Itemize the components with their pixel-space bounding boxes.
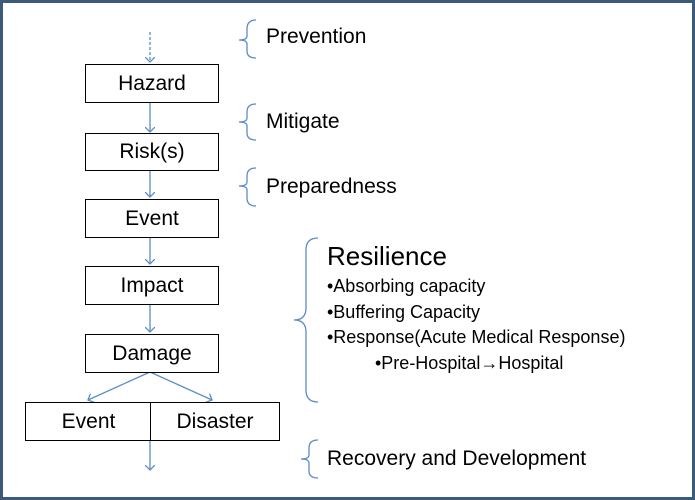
split-disaster-box: Disaster (150, 402, 280, 441)
resilience-item-response: •Response(Acute Medical Response) (327, 327, 626, 347)
resilience-item-absorbing: •Absorbing capacity (327, 276, 486, 296)
prevention-label: Prevention (266, 25, 367, 48)
brace-mitigate (238, 103, 257, 141)
hospital-text: Hospital (498, 353, 564, 373)
brace-preparedness (238, 167, 257, 207)
resilience-item-buffering: •Buffering Capacity (327, 302, 481, 322)
hazard-box: Hazard (85, 64, 219, 103)
pre-hospital-text: •Pre-Hospital (375, 353, 481, 373)
risks-label: Risk(s) (119, 140, 185, 163)
impact-box: Impact (85, 266, 219, 305)
damage-label: Damage (112, 341, 192, 365)
split-disaster-label: Disaster (176, 409, 254, 433)
resilience-title: Resilience (327, 241, 447, 271)
split-event-box: Event (25, 402, 152, 441)
brace-recovery (300, 439, 319, 479)
preparedness-label: Preparedness (266, 175, 397, 198)
risks-box: Risk(s) (85, 133, 219, 171)
recovery-label: Recovery and Development (327, 447, 587, 470)
impact-label: Impact (120, 273, 184, 297)
hazard-label: Hazard (118, 71, 186, 95)
event-box: Event (85, 199, 219, 238)
brace-resilience (293, 237, 319, 403)
arrow-damage-event (88, 371, 151, 400)
event-label: Event (125, 206, 179, 230)
resilience-sub-item: •Pre-Hospital→Hospital (375, 353, 563, 374)
split-event-label: Event (61, 409, 116, 433)
arrow-right-icon: → (480, 353, 499, 373)
brace-prevention (238, 19, 257, 59)
arrow-damage-disaster (149, 371, 212, 400)
mitigate-label: Mitigate (266, 110, 340, 133)
damage-box: Damage (85, 334, 219, 373)
